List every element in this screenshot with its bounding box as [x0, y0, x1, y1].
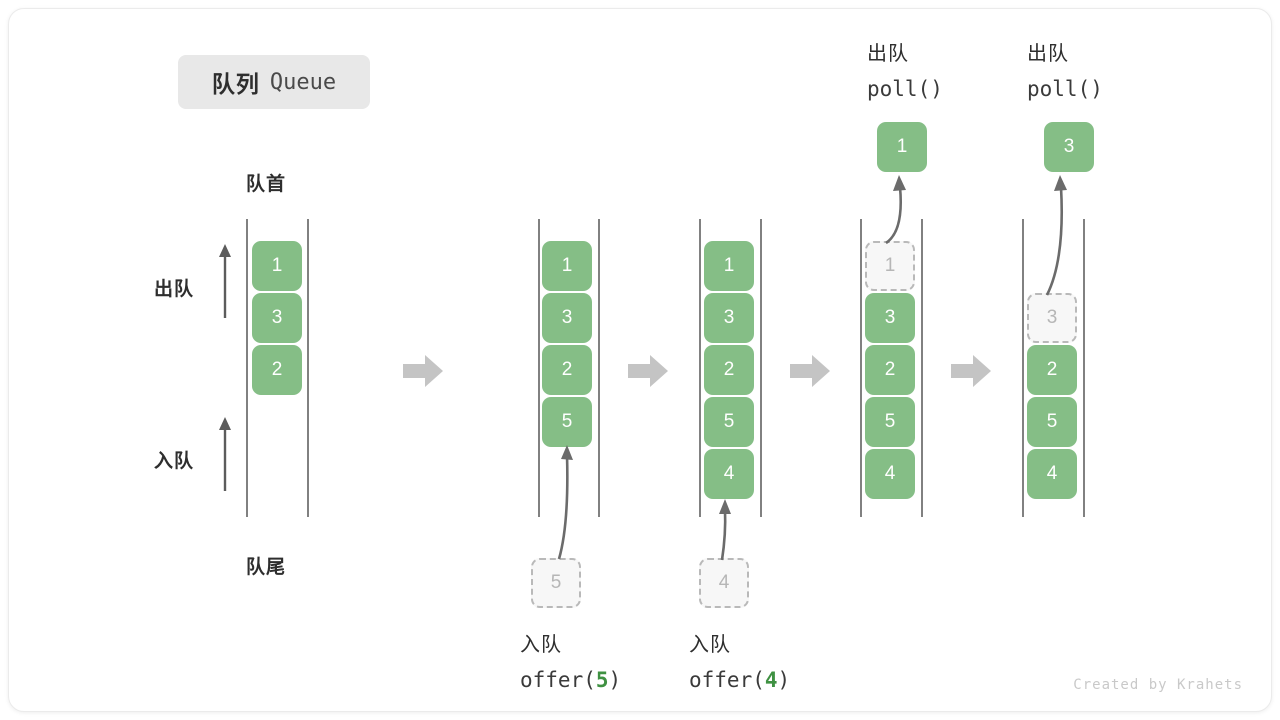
queue-rail-right — [307, 219, 309, 517]
title-en: Queue — [269, 69, 337, 95]
dequeue-curve-arrow-icon — [1045, 175, 1067, 296]
queue-rail-left — [860, 219, 862, 517]
enqueue-operation-cn: 入队 — [520, 634, 562, 656]
queue-rail-left — [699, 219, 701, 517]
outgoing-item-ghost: 3 — [1027, 293, 1077, 343]
queue-rail-right — [1083, 219, 1085, 517]
enqueue-operation-label: 入队 offer(5) — [520, 628, 621, 698]
footer-credit: Created by Krahets — [1073, 677, 1243, 693]
queue-item: 2 — [704, 345, 754, 395]
queue-item: 5 — [704, 397, 754, 447]
dequeue-direction-arrow-icon — [219, 244, 231, 318]
enqueue-operation-cn: 入队 — [689, 634, 731, 656]
flow-arrow-icon — [403, 355, 443, 387]
dequeued-item: 1 — [877, 122, 927, 172]
enqueue-curve-arrow-icon — [719, 499, 731, 561]
queue-item: 5 — [865, 397, 915, 447]
outgoing-item-ghost: 1 — [865, 241, 915, 291]
queue-item: 1 — [704, 241, 754, 291]
dequeue-operation-label: 出队 poll() — [1027, 37, 1103, 107]
title-cn: 队列 — [211, 71, 260, 97]
enqueue-operation-code: offer(4) — [689, 668, 791, 692]
title-badge: 队列 Queue — [178, 55, 370, 109]
enqueue-operation-code: offer(5) — [520, 668, 622, 692]
queue-item: 2 — [252, 345, 302, 395]
queue-item: 1 — [252, 241, 302, 291]
queue-rail-left — [1022, 219, 1024, 517]
enqueue-curve-arrow-icon — [557, 445, 573, 560]
queue-rail-right — [921, 219, 923, 517]
queue-item: 3 — [865, 293, 915, 343]
dequeue-curve-arrow-icon — [885, 175, 906, 245]
queue-item: 1 — [542, 241, 592, 291]
dequeue-operation-code: poll() — [867, 77, 943, 101]
diagram-card: 队列 Queue 队首 队尾 出队 入队 1 3 2 1 3 2 5 5 入队 … — [8, 8, 1272, 712]
dequeued-item: 3 — [1044, 122, 1094, 172]
enqueue-direction-arrow-icon — [219, 417, 231, 491]
incoming-item-ghost: 4 — [699, 558, 749, 608]
dequeue-operation-cn: 出队 — [867, 43, 909, 65]
queue-item: 4 — [1027, 449, 1077, 499]
queue-item: 4 — [704, 449, 754, 499]
queue-rail-right — [598, 219, 600, 517]
queue-item: 3 — [542, 293, 592, 343]
dequeue-operation-code: poll() — [1027, 77, 1103, 101]
queue-rail-left — [538, 219, 540, 517]
queue-item: 5 — [542, 397, 592, 447]
queue-item: 2 — [1027, 345, 1077, 395]
flow-arrow-icon — [951, 355, 991, 387]
queue-tail-label: 队尾 — [246, 557, 287, 578]
queue-rail-right — [760, 219, 762, 517]
dequeue-legend-label: 出队 — [154, 279, 195, 300]
dequeue-operation-cn: 出队 — [1027, 43, 1069, 65]
queue-item: 4 — [865, 449, 915, 499]
queue-rail-left — [246, 219, 248, 517]
queue-item: 2 — [542, 345, 592, 395]
queue-head-label: 队首 — [246, 174, 287, 195]
flow-arrow-icon — [790, 355, 830, 387]
queue-item: 3 — [252, 293, 302, 343]
dequeue-operation-label: 出队 poll() — [867, 37, 943, 107]
enqueue-legend-label: 入队 — [154, 451, 195, 472]
queue-item: 5 — [1027, 397, 1077, 447]
incoming-item-ghost: 5 — [531, 558, 581, 608]
queue-item: 2 — [865, 345, 915, 395]
queue-item: 3 — [704, 293, 754, 343]
flow-arrow-icon — [628, 355, 668, 387]
enqueue-operation-label: 入队 offer(4) — [689, 628, 790, 698]
